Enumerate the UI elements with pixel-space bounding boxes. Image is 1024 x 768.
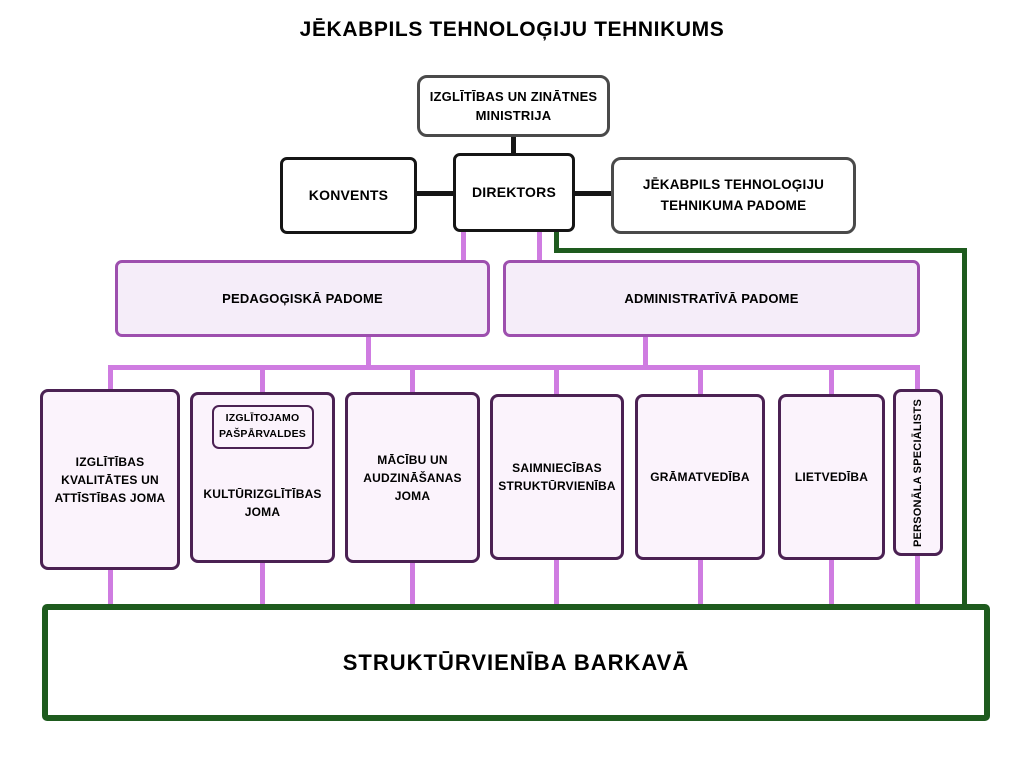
node-personala-specialists-label: PERSONĀLA SPECIĀLISTS bbox=[911, 398, 924, 547]
page-title: JĒKABPILS TEHNOLOĢIJU TEHNIKUMS bbox=[299, 18, 725, 41]
node-konvents-label: KONVENTS bbox=[308, 187, 389, 203]
node-izglitojamo-pasparvaldes-label: IZGLĪTOJAMO PAŠPĀRVALDES bbox=[219, 412, 306, 440]
edge-bus-horizontal bbox=[108, 365, 920, 370]
edge-bus-unit3 bbox=[410, 365, 415, 395]
edge-unit4-barkava bbox=[554, 552, 559, 608]
edge-unit7-barkava bbox=[915, 548, 920, 608]
node-kulturizglitibas-joma: IZGLĪTOJAMO PAŠPĀRVALDES KULTŪRIZGLĪTĪBA… bbox=[190, 392, 335, 563]
edge-bus-unit1 bbox=[108, 365, 113, 395]
edge-pedagogiska-bus bbox=[366, 332, 371, 370]
node-saimniecibas-strukturvieniba-label: SAIMNIECĪBAS STRUKTŪRVIENĪBA bbox=[498, 461, 616, 493]
edge-bus-unit5 bbox=[698, 365, 703, 397]
node-izglitibas-kvalitates-joma-label: IZGLĪTĪBAS KVALITĀTES UN ATTĪSTĪBAS JOMA bbox=[54, 454, 166, 505]
node-administrativa-padome-label: ADMINISTRATĪVĀ PADOME bbox=[624, 290, 799, 306]
node-pedagogiska-padome: PEDAGOĢISKĀ PADOME bbox=[115, 260, 490, 337]
node-kulturizglitibas-joma-label: KULTŪRIZGLĪTĪBAS JOMA bbox=[203, 486, 322, 519]
node-ministrija-label: IZGLĪTĪBAS UN ZINĀTNES MINISTRIJA bbox=[429, 88, 598, 124]
node-macibu-joma: MĀCĪBU UN AUDZINĀŠANAS JOMA bbox=[345, 392, 480, 563]
node-izglitibas-kvalitates-joma: IZGLĪTĪBAS KVALITĀTES UN ATTĪSTĪBAS JOMA bbox=[40, 389, 180, 570]
node-ministrija: IZGLĪTĪBAS UN ZINĀTNES MINISTRIJA bbox=[417, 75, 610, 137]
edge-direktors-barkava-v2 bbox=[962, 248, 967, 608]
node-lietvediba-label: LIETVEDĪBA bbox=[794, 470, 869, 484]
edge-ministry-direktors bbox=[511, 135, 516, 157]
node-izglitojamo-pasparvaldes: IZGLĪTOJAMO PAŠPĀRVALDES bbox=[211, 405, 314, 449]
edge-direktors-pedagogiska bbox=[461, 225, 466, 265]
node-tehnikuma-padome: JĒKABPILS TEHNOLOĢIJU TEHNIKUMA PADOME bbox=[611, 157, 856, 234]
node-direktors: DIREKTORS bbox=[453, 153, 575, 232]
edge-direktors-administrativa bbox=[537, 225, 542, 265]
edge-bus-unit6 bbox=[829, 365, 834, 397]
edge-unit5-barkava bbox=[698, 552, 703, 608]
node-strukturvieniba-barkava: STRUKTŪRVIENĪBA BARKAVĀ bbox=[42, 604, 990, 721]
node-strukturvieniba-barkava-label: STRUKTŪRVIENĪBA BARKAVĀ bbox=[342, 650, 690, 675]
node-personala-specialists: PERSONĀLA SPECIĀLISTS bbox=[893, 389, 943, 556]
edge-bus-unit2 bbox=[260, 365, 265, 395]
node-gramatvediba: GRĀMATVEDĪBA bbox=[635, 394, 765, 560]
node-tehnikuma-padome-label: JĒKABPILS TEHNOLOĢIJU TEHNIKUMA PADOME bbox=[642, 177, 825, 213]
edge-unit1-barkava bbox=[108, 552, 113, 608]
node-pedagogiska-padome-label: PEDAGOĢISKĀ PADOME bbox=[222, 290, 383, 306]
edge-konvents-direktors bbox=[412, 191, 457, 196]
edge-unit3-barkava bbox=[410, 552, 415, 608]
edge-direktors-barkava-h bbox=[554, 248, 967, 253]
node-gramatvediba-label: GRĀMATVEDĪBA bbox=[650, 470, 750, 484]
node-saimniecibas-strukturvieniba: SAIMNIECĪBAS STRUKTŪRVIENĪBA bbox=[490, 394, 624, 560]
edge-direktors-barkava-v1 bbox=[554, 228, 559, 253]
edge-bus-unit4 bbox=[554, 365, 559, 397]
node-macibu-joma-label: MĀCĪBU UN AUDZINĀŠANAS JOMA bbox=[363, 452, 462, 503]
edge-unit6-barkava bbox=[829, 552, 834, 608]
node-administrativa-padome: ADMINISTRATĪVĀ PADOME bbox=[503, 260, 920, 337]
node-lietvediba: LIETVEDĪBA bbox=[778, 394, 885, 560]
edge-direktors-tehnikuma-padome bbox=[571, 191, 615, 196]
edge-unit2-barkava bbox=[260, 552, 265, 608]
edge-administrativa-bus bbox=[643, 332, 648, 370]
edge-bus-unit7 bbox=[915, 365, 920, 393]
node-direktors-label: DIREKTORS bbox=[472, 184, 556, 200]
node-konvents: KONVENTS bbox=[280, 157, 417, 234]
